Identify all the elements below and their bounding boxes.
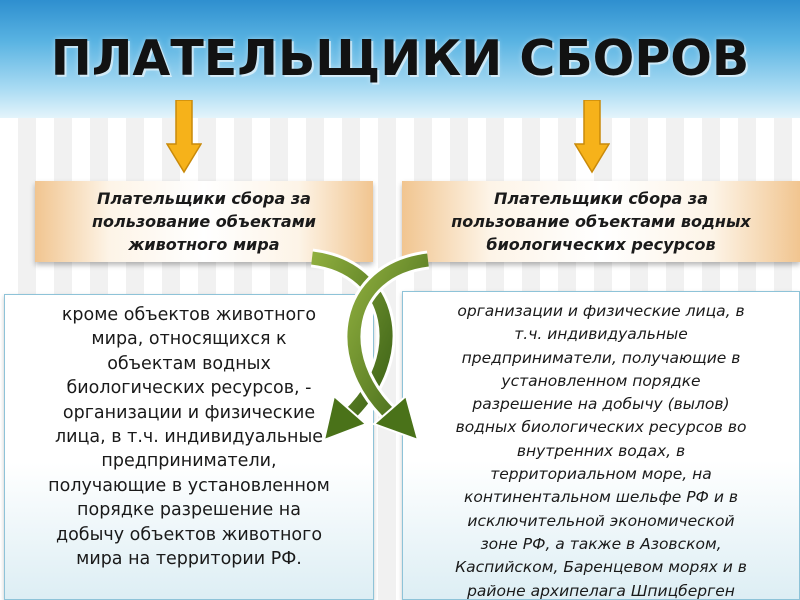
left-header-line: Плательщики сбора за (97, 189, 311, 208)
left-category-header: Плательщики сбора за пользование объекта… (35, 181, 373, 262)
right-body-line: разрешение на добычу (вылов) (472, 395, 730, 414)
crossing-arrows-icon (310, 248, 430, 442)
right-body-line: зоне РФ, а также в Азовском, (480, 534, 722, 553)
left-header-line: животного мира (128, 235, 280, 254)
left-body-line: биологических ресурсов, - (66, 378, 312, 399)
left-body-line: мира на территории РФ. (76, 549, 302, 570)
left-body-line: объектам водных (107, 353, 271, 374)
right-body-line: т.ч. индивидуальные (514, 325, 688, 344)
right-body-line: установленном порядке (501, 371, 701, 390)
right-body-line: водных биологических ресурсов во (455, 418, 747, 437)
left-header-text: Плательщики сбора за пользование объекта… (92, 187, 316, 256)
right-header-line: Плательщики сбора за (494, 189, 708, 208)
right-body-line: Каспийском, Баренцевом морях и в (455, 558, 747, 577)
right-body-line: предприниматели, получающие в (461, 348, 741, 367)
left-body-line: порядке разрешение на (77, 500, 301, 521)
right-header-line: пользование объектами водных (451, 212, 751, 231)
right-body-line: районе архипелага Шпицберген (467, 581, 735, 600)
left-body-line: лица, в т.ч. индивидуальные (54, 427, 324, 448)
left-description-box: кроме объектов животного мира, относящих… (4, 294, 374, 600)
right-body-line: континентальном шельфе РФ и в (464, 488, 738, 507)
right-body-line: исключительной экономической (467, 511, 735, 530)
left-body-line: получающие в установленном (48, 475, 330, 496)
left-down-arrow-icon (166, 100, 202, 174)
right-description-box: организации и физические лица, в т.ч. ин… (402, 291, 800, 600)
left-body-line: добычу объектов животного (55, 524, 323, 545)
left-body-line: мира, относящихся к (91, 329, 287, 350)
right-body-line: организации и физические лица, в (457, 302, 745, 320)
left-body-line: организации и физические (62, 402, 316, 423)
right-down-arrow-icon (574, 100, 610, 174)
right-body-line: территориальном море, на (490, 465, 712, 484)
curved-arrow-to-right-icon (344, 250, 430, 442)
left-header-line: пользование объектами (91, 212, 317, 231)
slide-title: ПЛАТЕЛЬЩИКИ СБОРОВ (50, 30, 750, 87)
left-body-line: кроме объектов животного (61, 305, 317, 325)
right-header-line: биологических ресурсов (486, 235, 716, 254)
sky-header-band (0, 0, 800, 118)
right-header-text: Плательщики сбора за пользование объекта… (451, 187, 751, 256)
left-body-line: предприниматели, (101, 451, 277, 472)
right-body-line: внутренних водах, в (516, 441, 686, 460)
right-category-header: Плательщики сбора за пользование объекта… (402, 181, 800, 262)
